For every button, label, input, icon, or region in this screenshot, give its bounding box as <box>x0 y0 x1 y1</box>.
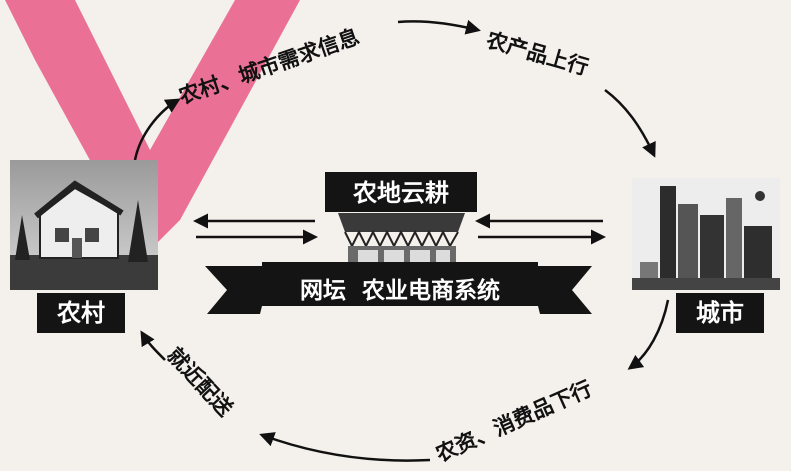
village-illustration <box>10 160 158 290</box>
arc-city-to-supplies <box>627 299 670 370</box>
watermark-stroke <box>5 0 300 250</box>
city-label: 城市 <box>696 299 744 327</box>
arrows-platform-city <box>475 213 606 245</box>
city-label-box <box>676 293 764 333</box>
arc-village-to-demand <box>133 98 181 161</box>
arc-products-to-city <box>604 89 656 158</box>
village-label-box <box>37 293 125 333</box>
city-illustration <box>632 178 780 290</box>
arrows-village-platform <box>193 213 318 245</box>
system-banner-shape <box>205 262 592 314</box>
platform-label-box <box>325 172 477 212</box>
village-label: 农村 <box>56 299 105 327</box>
platform-label: 农地云耕 <box>352 179 449 207</box>
arc-demand-to-products <box>397 19 481 35</box>
label-supplies-down: 农资、消费品下行 <box>431 376 595 467</box>
label-nearby-delivery: 就近配送 <box>162 343 238 422</box>
label-products-up: 农产品上行 <box>483 27 592 79</box>
arc-delivery-to-village <box>140 330 166 361</box>
arc-supplies-to-delivery <box>259 432 431 462</box>
system-banner-label: 网坛 农业电商系统 <box>300 277 500 304</box>
